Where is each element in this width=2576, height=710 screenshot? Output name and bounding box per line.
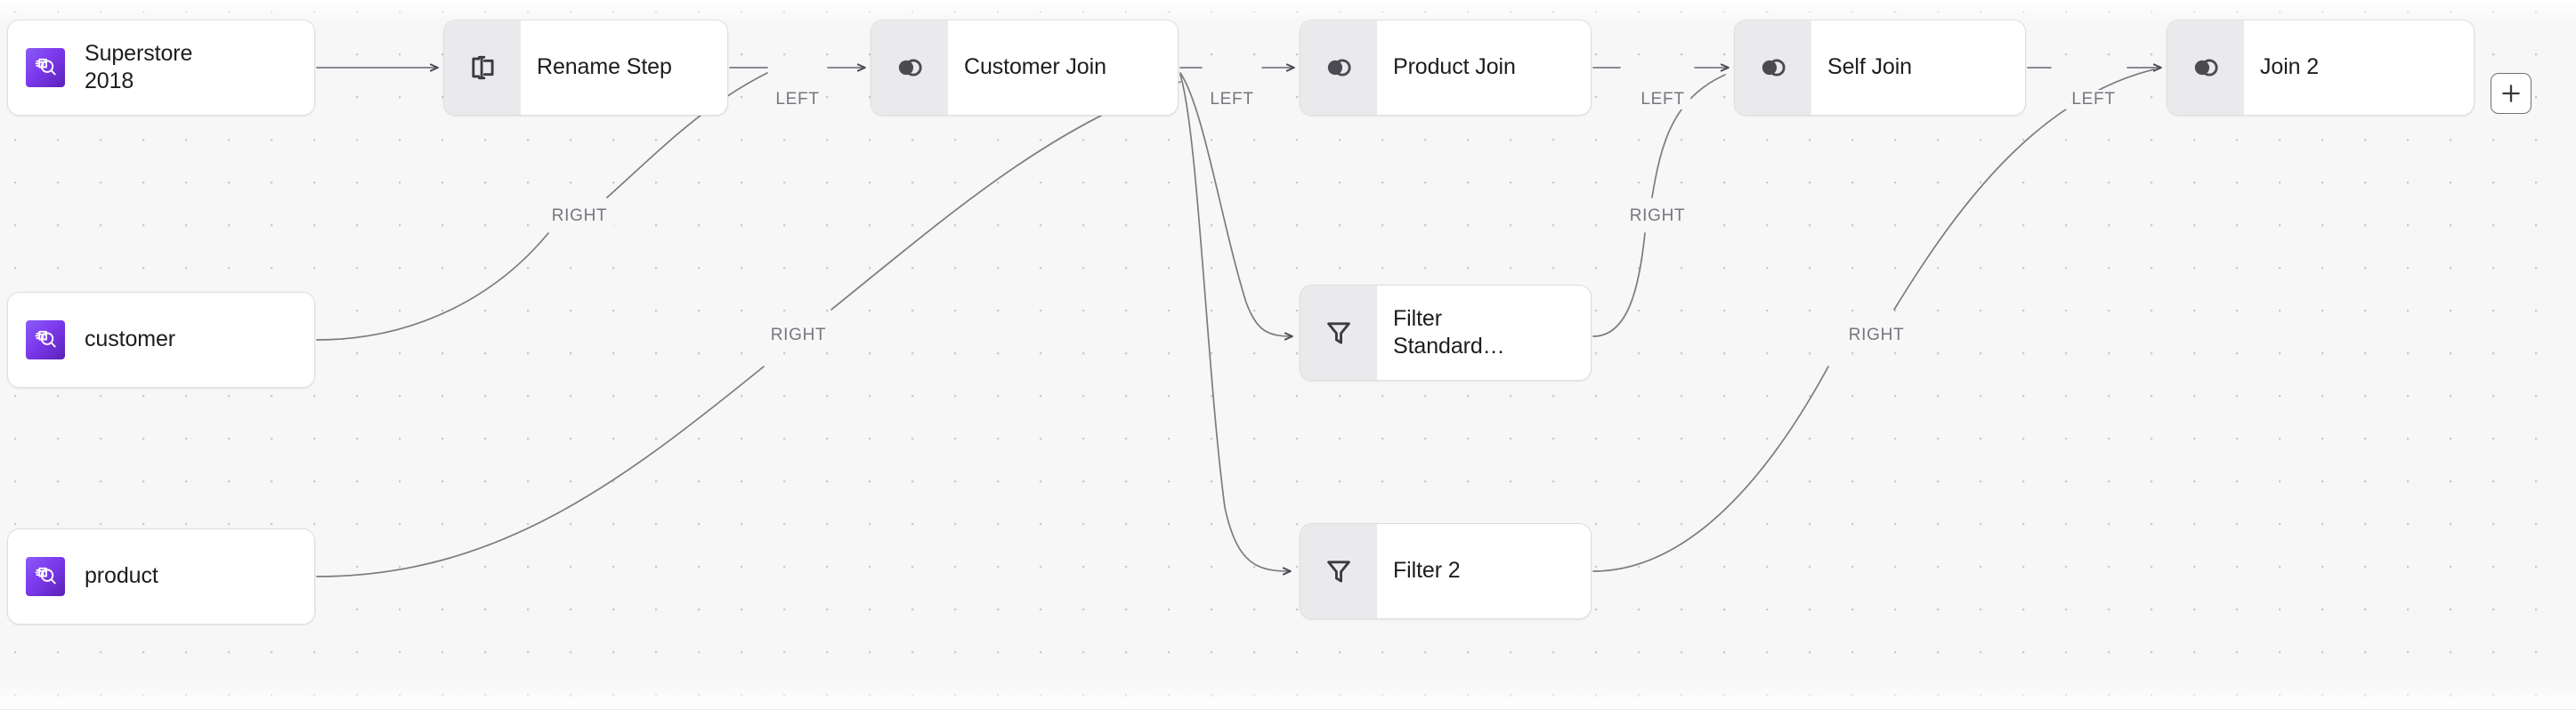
canvas-fade-bottom (0, 679, 2576, 709)
edge-customer-join-to-filter-2 (1179, 74, 1292, 571)
edge-label-right-product-productjoin: RIGHT (764, 326, 833, 345)
edge-label-right-filter2-join2: RIGHT (1842, 326, 1911, 345)
rename-icon (466, 52, 498, 84)
edge-customer-to-customer-join (316, 232, 549, 341)
join-icon (894, 52, 926, 84)
node-body: Customer Join (948, 20, 1178, 115)
node-body: customer (83, 293, 314, 387)
node-icon-pane (1735, 20, 1811, 115)
node-body: Filter 2 (1377, 524, 1591, 618)
plus-icon (2499, 81, 2523, 106)
node-icon-pane (8, 529, 83, 624)
edge-filter-2-to-join2 (1592, 366, 1829, 572)
node-body: product (83, 529, 314, 624)
filter-icon (1323, 555, 1355, 587)
node-join-2[interactable]: Join 2 (2167, 20, 2475, 116)
node-label: Self Join (1827, 54, 1912, 80)
node-label: Join 2 (2260, 54, 2320, 80)
node-product[interactable]: product (7, 528, 315, 625)
node-body: Self Join (1811, 20, 2025, 115)
node-filter-standard[interactable]: Filter Standard… (1300, 285, 1592, 381)
join-icon (1323, 52, 1355, 84)
node-body: Rename Step (521, 20, 727, 115)
edge-customer-join-to-filter-standard (1179, 72, 1293, 336)
node-icon-pane (1300, 20, 1377, 115)
data-source-icon (26, 320, 65, 359)
edge-label-left-selfjoin-join2: LEFT (2065, 90, 2122, 109)
edge-label-left-customerjoin-productjoin: LEFT (1203, 90, 1260, 109)
node-icon-pane (2167, 20, 2244, 115)
join-icon (1757, 52, 1789, 84)
node-label: Filter Standard… (1393, 305, 1505, 359)
node-body: Superstore 2018 (83, 20, 314, 115)
filter-icon (1323, 317, 1355, 349)
data-source-icon (26, 48, 65, 87)
node-filter-2[interactable]: Filter 2 (1300, 523, 1592, 619)
node-superstore-2018[interactable]: Superstore 2018 (7, 20, 315, 116)
data-source-icon (26, 557, 65, 596)
node-label: Superstore 2018 (85, 40, 193, 94)
edge-product-to-product-join-2 (830, 81, 1181, 311)
node-label: customer (85, 327, 176, 352)
edge-filter-standard-to-self-join (1592, 232, 1646, 337)
node-customer-join[interactable]: Customer Join (871, 20, 1179, 116)
edge-label-right-customer-customerjoin: RIGHT (545, 206, 614, 226)
node-icon-pane (8, 293, 83, 387)
add-step-button[interactable] (2491, 73, 2531, 114)
edge-label-left-productjoin-selfjoin: LEFT (1634, 90, 1691, 109)
node-label: Rename Step (537, 54, 672, 80)
join-icon (2190, 52, 2222, 84)
node-self-join[interactable]: Self Join (1734, 20, 2026, 116)
edge-label-right-filterstd-selfjoin: RIGHT (1623, 206, 1692, 226)
node-body: Filter Standard… (1377, 286, 1591, 380)
node-body: Join 2 (2244, 20, 2474, 115)
node-product-join[interactable]: Product Join (1300, 20, 1592, 116)
node-icon-pane (444, 20, 521, 115)
edge-label-left-rename-customerjoin: LEFT (769, 90, 826, 109)
node-label: Filter 2 (1393, 558, 1461, 584)
node-rename-step[interactable]: Rename Step (443, 20, 728, 116)
node-icon-pane (8, 20, 83, 115)
node-label: Customer Join (964, 54, 1106, 80)
node-label: product (85, 563, 158, 589)
node-label: Product Join (1393, 54, 1516, 80)
node-icon-pane (871, 20, 948, 115)
node-icon-pane (1300, 524, 1377, 618)
node-icon-pane (1300, 286, 1377, 380)
node-customer[interactable]: customer (7, 292, 315, 388)
edge-product-to-product-join (316, 366, 765, 577)
node-body: Product Join (1377, 20, 1591, 115)
